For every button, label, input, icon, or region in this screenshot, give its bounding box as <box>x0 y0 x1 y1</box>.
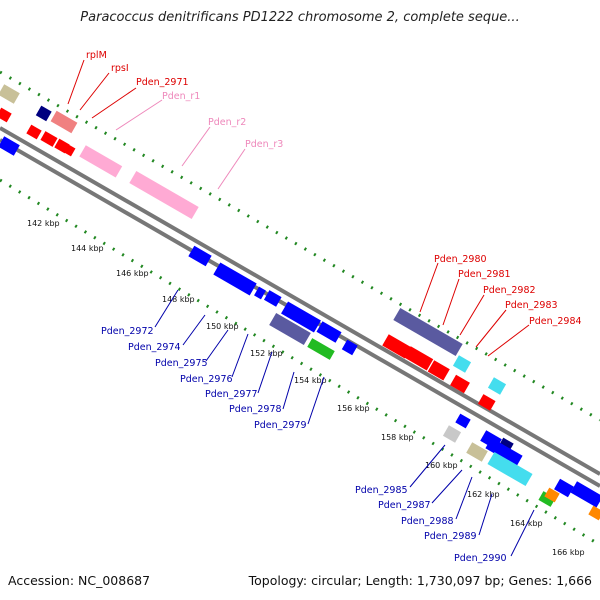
inner-dotted-ring <box>0 178 600 547</box>
gene-navy-1[interactable] <box>35 105 52 122</box>
gene-red-10[interactable] <box>477 394 496 411</box>
gene-label: Pden_2982 <box>483 285 536 296</box>
gene-red-7[interactable] <box>404 346 434 371</box>
gene-blue-5[interactable] <box>263 290 282 307</box>
gene-khaki-1[interactable] <box>0 84 20 104</box>
gene-label: Pden_2988 <box>401 516 454 527</box>
gene-green-1[interactable] <box>307 338 335 360</box>
gene-blue-3[interactable] <box>213 262 257 296</box>
gene-blue-11[interactable] <box>485 437 523 467</box>
gene-label: Pden_2984 <box>529 316 582 327</box>
gene-labels: rplM rpsI Pden_2971 Pden_r1 Pden_r2 Pden… <box>86 50 582 564</box>
gene-label: Pden_2971 <box>136 77 189 88</box>
tick-label: 162 kbp <box>467 490 500 499</box>
tick-label: 150 kbp <box>206 322 239 331</box>
gene-grey-1[interactable] <box>442 425 462 443</box>
gene-red-9[interactable] <box>450 374 470 394</box>
gene-label: Pden_r3 <box>245 139 283 150</box>
tick-label: 144 kbp <box>71 244 104 253</box>
gene-label: rplM <box>86 50 107 61</box>
gene-label: Pden_2979 <box>254 420 307 431</box>
gene-red-2[interactable] <box>26 124 42 140</box>
gene-blue-4[interactable] <box>254 286 266 300</box>
gene-blue-8[interactable] <box>341 339 358 356</box>
gene-label: Pden_2983 <box>505 300 558 311</box>
gene-slate-1[interactable] <box>269 312 311 346</box>
gene-label: Pden_2978 <box>229 404 282 415</box>
gene-blue-left[interactable] <box>0 136 20 156</box>
gene-red-5[interactable] <box>64 144 76 157</box>
accession-text: Accession: NC_008687 <box>8 573 151 588</box>
gene-features[interactable] <box>0 84 600 521</box>
leader-lines-pink <box>115 99 246 190</box>
gene-label: Pden_2975 <box>155 358 208 369</box>
leader-lines-red <box>67 59 530 357</box>
tick-label: 158 kbp <box>381 433 414 442</box>
gene-red-1[interactable] <box>0 107 12 123</box>
backbone-outer <box>0 126 600 476</box>
gene-red-8[interactable] <box>427 360 450 381</box>
gene-khaki-2[interactable] <box>466 442 488 462</box>
leader-lines-blue <box>154 289 535 557</box>
gene-label: Pden_2981 <box>458 269 511 280</box>
gene-blue-2[interactable] <box>188 245 212 267</box>
tick-label: 160 kbp <box>425 461 458 470</box>
gene-cyan-2[interactable] <box>487 377 507 395</box>
gene-label: Pden_2980 <box>434 254 487 265</box>
gene-green-2[interactable] <box>538 491 556 507</box>
gene-red-3[interactable] <box>40 131 58 147</box>
gene-label: Pden_2972 <box>101 326 154 337</box>
tick-label: 152 kbp <box>250 349 283 358</box>
gene-blue-12[interactable] <box>554 478 574 498</box>
tick-label: 148 kbp <box>162 295 195 304</box>
gene-label: Pden_2990 <box>454 553 507 564</box>
gene-cyan-1[interactable] <box>452 355 472 373</box>
gene-orange-2[interactable] <box>588 505 600 521</box>
tick-label: 154 kbp <box>294 376 327 385</box>
tick-label: 164 kbp <box>510 519 543 528</box>
gene-label: Pden_2974 <box>128 342 181 353</box>
gene-blue-9[interactable] <box>455 413 471 429</box>
gene-label: Pden_r1 <box>162 91 200 102</box>
tick-label: 166 kbp <box>552 548 585 557</box>
gene-pink-2[interactable] <box>129 170 199 220</box>
gene-label: Pden_2989 <box>424 531 477 542</box>
tick-label: 156 kbp <box>337 404 370 413</box>
gene-salmon-1[interactable] <box>50 110 78 134</box>
tick-label: 142 kbp <box>27 219 60 228</box>
gene-label: Pden_2987 <box>378 500 431 511</box>
gene-blue-7[interactable] <box>316 321 342 343</box>
topology-text: Topology: circular; Length: 1,730,097 bp… <box>248 573 592 588</box>
gene-blue-6[interactable] <box>281 301 321 333</box>
gene-label: Pden_2977 <box>205 389 258 400</box>
gene-label: Pden_2976 <box>180 374 233 385</box>
gene-blue-13[interactable] <box>570 481 600 508</box>
tick-labels: 142 kbp 144 kbp 146 kbp 148 kbp 150 kbp … <box>27 219 585 557</box>
gene-label: rpsI <box>111 63 129 74</box>
gene-pink-1[interactable] <box>79 145 123 178</box>
gene-red-6[interactable] <box>382 334 412 359</box>
gene-label: Pden_r2 <box>208 117 246 128</box>
gene-cyan-3[interactable] <box>487 451 533 487</box>
gene-label: Pden_2985 <box>355 485 408 496</box>
tick-label: 146 kbp <box>116 269 149 278</box>
gene-orange-1[interactable] <box>544 487 560 503</box>
map-title: Paracoccus denitrificans PD1222 chromoso… <box>80 10 520 25</box>
gene-slate-2[interactable] <box>393 307 463 357</box>
